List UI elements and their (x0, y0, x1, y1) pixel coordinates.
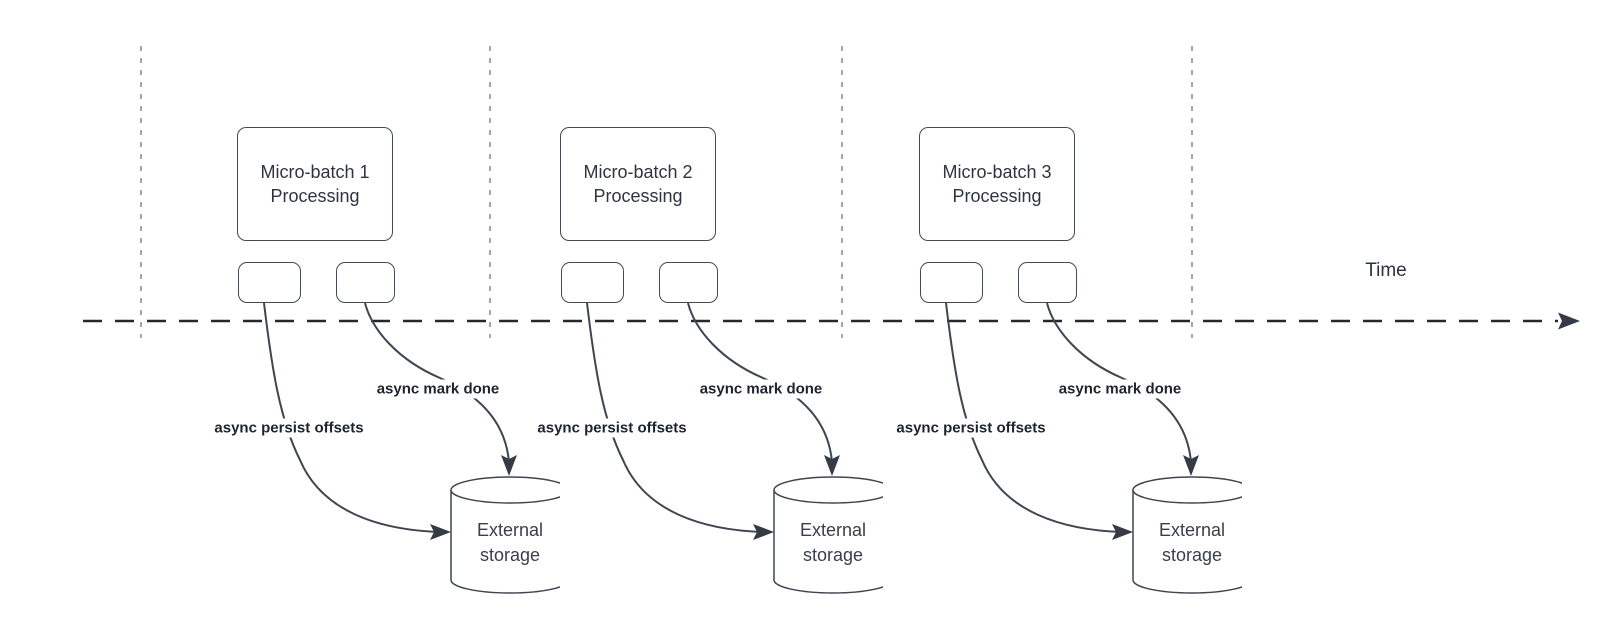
micro-batch-1-box-line1: Micro-batch 1 (260, 162, 370, 182)
persist-offsets-arrow (945, 302, 1123, 533)
micro-batch-3-persist-task-box (920, 262, 983, 303)
mark-done-arrow (687, 302, 833, 463)
timeline-arrowhead-icon (1558, 312, 1580, 330)
micro-batch-2-group: Micro-batch 2 Processing async persist o… (323, 0, 883, 642)
mark-done-arrowhead-icon (501, 455, 517, 476)
micro-batch-3-box-line1: Micro-batch 3 (942, 162, 1052, 182)
mark-done-arrowhead-icon (1183, 455, 1199, 476)
storage-label-line1: External (476, 520, 544, 540)
storage-cylinder (773, 490, 883, 594)
time-axis-label: Time (1365, 260, 1407, 281)
storage-cylinder (450, 490, 560, 594)
micro-batch-1-group: Micro-batch 1 Processing async persist o… (0, 0, 560, 642)
micro-batch-1-arrows-and-storage (263, 302, 560, 594)
micro-batch-2-external-storage-label: External storage (800, 518, 866, 568)
micro-batch-1-box-line2: Processing (270, 186, 360, 206)
micro-batch-2-persist-offsets-label: async persist offsets (534, 418, 690, 438)
micro-batch-2-mark-done-task-box (659, 262, 718, 303)
storage-label-line2: storage (1161, 545, 1223, 565)
persist-offsets-arrowhead-icon (430, 524, 451, 540)
storage-label-line2: storage (802, 545, 864, 565)
storage-label-line1: External (1158, 520, 1226, 540)
storage-cylinder-top (773, 476, 883, 504)
micro-batch-3-persist-offsets-label: async persist offsets (893, 418, 1049, 438)
storage-label-line2: storage (479, 545, 541, 565)
micro-batch-3-box-line2: Processing (952, 186, 1042, 206)
storage-cylinder-top (1132, 476, 1242, 504)
micro-batch-3-mark-done-task-box (1018, 262, 1077, 303)
storage-label-line1: External (799, 520, 867, 540)
micro-batch-1-external-storage-label: External storage (477, 518, 543, 568)
persist-offsets-arrow (586, 302, 764, 533)
persist-offsets-arrow (263, 302, 441, 533)
micro-batch-2-box-line2: Processing (593, 186, 683, 206)
persist-offsets-arrowhead-icon (1112, 524, 1133, 540)
micro-batch-1-mark-done-task-box (336, 262, 395, 303)
micro-batch-1-persist-task-box (238, 262, 301, 303)
micro-batch-2-persist-task-box (561, 262, 624, 303)
mark-done-arrowhead-icon (824, 455, 840, 476)
micro-batch-3-external-storage-label: External storage (1159, 518, 1225, 568)
micro-batch-1-box: Micro-batch 1 Processing (237, 127, 393, 241)
micro-batch-2-box-line1: Micro-batch 2 (583, 162, 693, 182)
micro-batch-3-group: Micro-batch 3 Processing async persist o… (682, 0, 1242, 642)
persist-offsets-arrowhead-icon (753, 524, 774, 540)
micro-batch-2-arrows-and-storage (586, 302, 883, 594)
micro-batch-1-persist-offsets-label: async persist offsets (211, 418, 367, 438)
storage-cylinder (1132, 490, 1242, 594)
mark-done-arrow (364, 302, 510, 463)
micro-batch-2-box: Micro-batch 2 Processing (560, 127, 716, 241)
micro-batch-3-arrows-and-storage (945, 302, 1242, 594)
micro-batch-3-mark-done-label: async mark done (1055, 379, 1185, 399)
micro-batch-2-mark-done-label: async mark done (696, 379, 826, 399)
storage-cylinder-top (450, 476, 560, 504)
mark-done-arrow (1046, 302, 1192, 463)
micro-batch-1-mark-done-label: async mark done (373, 379, 503, 399)
micro-batch-3-box: Micro-batch 3 Processing (919, 127, 1075, 241)
